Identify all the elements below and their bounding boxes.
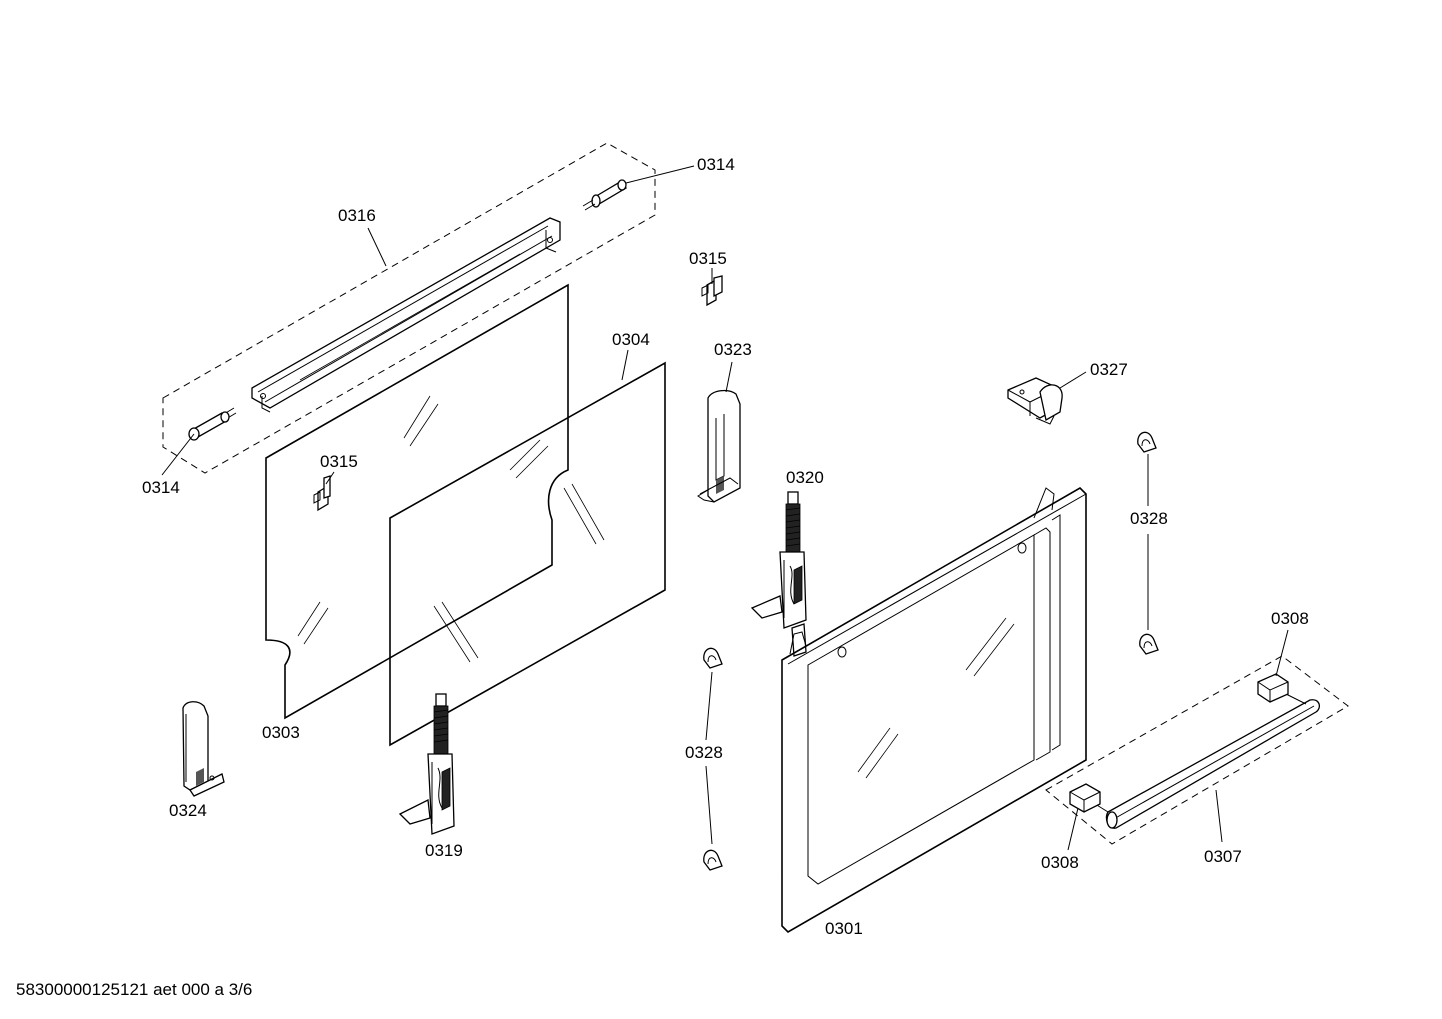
cap-0328-right-bottom (1139, 633, 1159, 655)
callout-0327: 0327 (1090, 360, 1128, 379)
cap-0328-right-top (1137, 431, 1157, 453)
spacer-pin-left (188, 407, 237, 441)
cap-0328-left-bottom (703, 849, 723, 871)
handle-mount-top (1257, 673, 1289, 703)
callout-0324: 0324 (169, 801, 207, 820)
drawing-reference-number: 58300000125121 aet 000 a 3/6 (16, 980, 253, 999)
handle-group (1045, 655, 1349, 845)
hinge-block-0327 (1007, 377, 1063, 425)
callout-0315-left: 0315 (320, 452, 358, 471)
callout-0323: 0323 (714, 340, 752, 359)
callout-0304: 0304 (612, 330, 650, 349)
callout-labels: 0314 0316 0315 0304 0323 0327 0314 0315 … (142, 155, 1309, 938)
trim-strip-part (251, 217, 561, 413)
clip-0315-left (313, 475, 331, 512)
callout-0328-right: 0328 (1130, 509, 1168, 528)
door-hinge-0319 (398, 693, 455, 835)
callout-0315-top: 0315 (689, 249, 727, 268)
callout-0314-left: 0314 (142, 478, 180, 497)
callout-0316: 0316 (338, 206, 376, 225)
handle-mount-bottom (1069, 783, 1101, 813)
callout-0314-top: 0314 (697, 155, 735, 174)
door-handle-bar (1091, 693, 1321, 829)
callout-0308-top: 0308 (1271, 609, 1309, 628)
callout-0308-bottom: 0308 (1041, 853, 1079, 872)
door-hinge-0320 (750, 491, 807, 657)
callout-0303: 0303 (262, 723, 300, 742)
outer-door-0301 (781, 487, 1087, 933)
spacer-pin-right (582, 179, 628, 211)
cap-0328-left-top (703, 647, 723, 669)
callout-0328-left: 0328 (685, 743, 723, 762)
callout-0319: 0319 (425, 841, 463, 860)
callout-0320: 0320 (786, 468, 824, 487)
hinge-cover-0323 (697, 389, 741, 503)
clip-0315-top (701, 275, 723, 307)
middle-glass-panel-0304 (389, 361, 666, 747)
leader-lines (161, 165, 1289, 851)
callout-0307: 0307 (1204, 847, 1242, 866)
hinge-cover-0324 (182, 701, 225, 797)
callout-0301: 0301 (825, 919, 863, 938)
inner-glass-panel-0303 (265, 283, 569, 720)
trim-strip-group (162, 142, 656, 474)
